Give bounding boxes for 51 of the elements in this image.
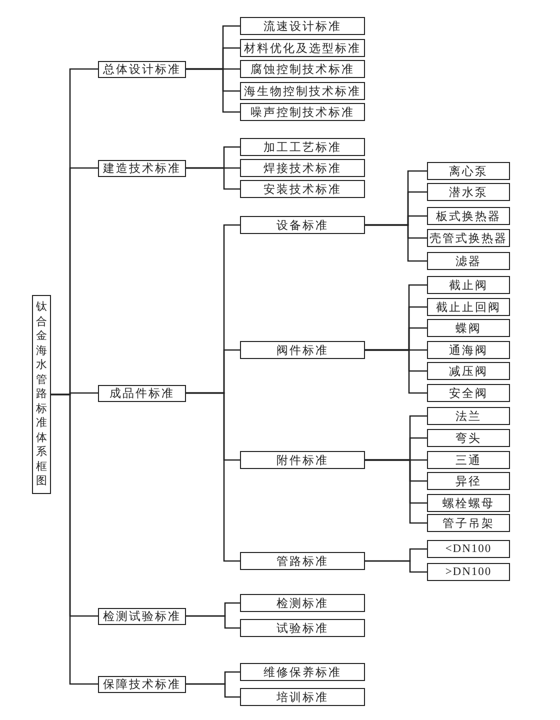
category-box: 截止阀 [427, 276, 510, 294]
category-box: 壳管式换热器 [427, 229, 510, 247]
connector-line [365, 560, 427, 573]
category-box: 检测标准 [240, 594, 365, 612]
category-box: 截止止回阀 [427, 298, 510, 316]
connector-line [51, 394, 98, 685]
connector-line [365, 349, 427, 394]
category-box: 试验标准 [240, 619, 365, 637]
category-box: 弯头 [427, 429, 510, 447]
category-box: 成品件标准 [98, 384, 186, 402]
category-box: 海生物控制技术标准 [240, 82, 365, 100]
connector-line [365, 224, 427, 262]
category-box: 阀件标准 [240, 341, 365, 359]
connector-line [186, 392, 240, 562]
category-box: 维修保养标准 [240, 663, 365, 681]
category-box: 材料优化及选型标准 [240, 39, 365, 57]
title-box: 钛合金海水管路标准体系框图 [32, 295, 51, 494]
category-box: 滤器 [427, 252, 510, 270]
category-box: 焊接技术标准 [240, 159, 365, 177]
connector-line [186, 68, 240, 113]
category-box: 管路标准 [240, 552, 365, 570]
connector-line [186, 167, 240, 190]
category-box: 三通 [427, 451, 510, 469]
connector-line [365, 459, 427, 524]
category-box: 培训标准 [240, 688, 365, 706]
category-box: 流速设计标准 [240, 17, 365, 35]
category-box: 蝶阀 [427, 319, 510, 337]
category-box: 安全阀 [427, 384, 510, 402]
category-box: 潜水泵 [427, 183, 510, 201]
category-box: >DN100 [427, 563, 510, 581]
category-box: 离心泵 [427, 162, 510, 180]
category-box: 总体设计标准 [98, 60, 186, 78]
category-box: 管子吊架 [427, 514, 510, 532]
category-box: 设备标准 [240, 216, 365, 234]
category-box: 建造技术标准 [98, 160, 186, 176]
category-box: 板式换热器 [427, 207, 510, 225]
category-box: 检测试验标准 [98, 608, 186, 624]
connector-line [186, 683, 240, 698]
category-box: 安装技术标准 [240, 180, 365, 198]
category-box: 异径 [427, 472, 510, 490]
category-box: 螺栓螺母 [427, 494, 510, 512]
category-box: 加工工艺标准 [240, 138, 365, 156]
category-box: <DN100 [427, 540, 510, 558]
category-box: 法兰 [427, 407, 510, 425]
connector-line [186, 615, 240, 629]
category-box: 保障技术标准 [98, 676, 186, 692]
category-box: 附件标准 [240, 451, 365, 469]
category-box: 减压阀 [427, 362, 510, 380]
category-box: 噪声控制技术标准 [240, 103, 365, 121]
category-box: 腐蚀控制技术标准 [240, 60, 365, 78]
category-box: 通海阀 [427, 341, 510, 359]
